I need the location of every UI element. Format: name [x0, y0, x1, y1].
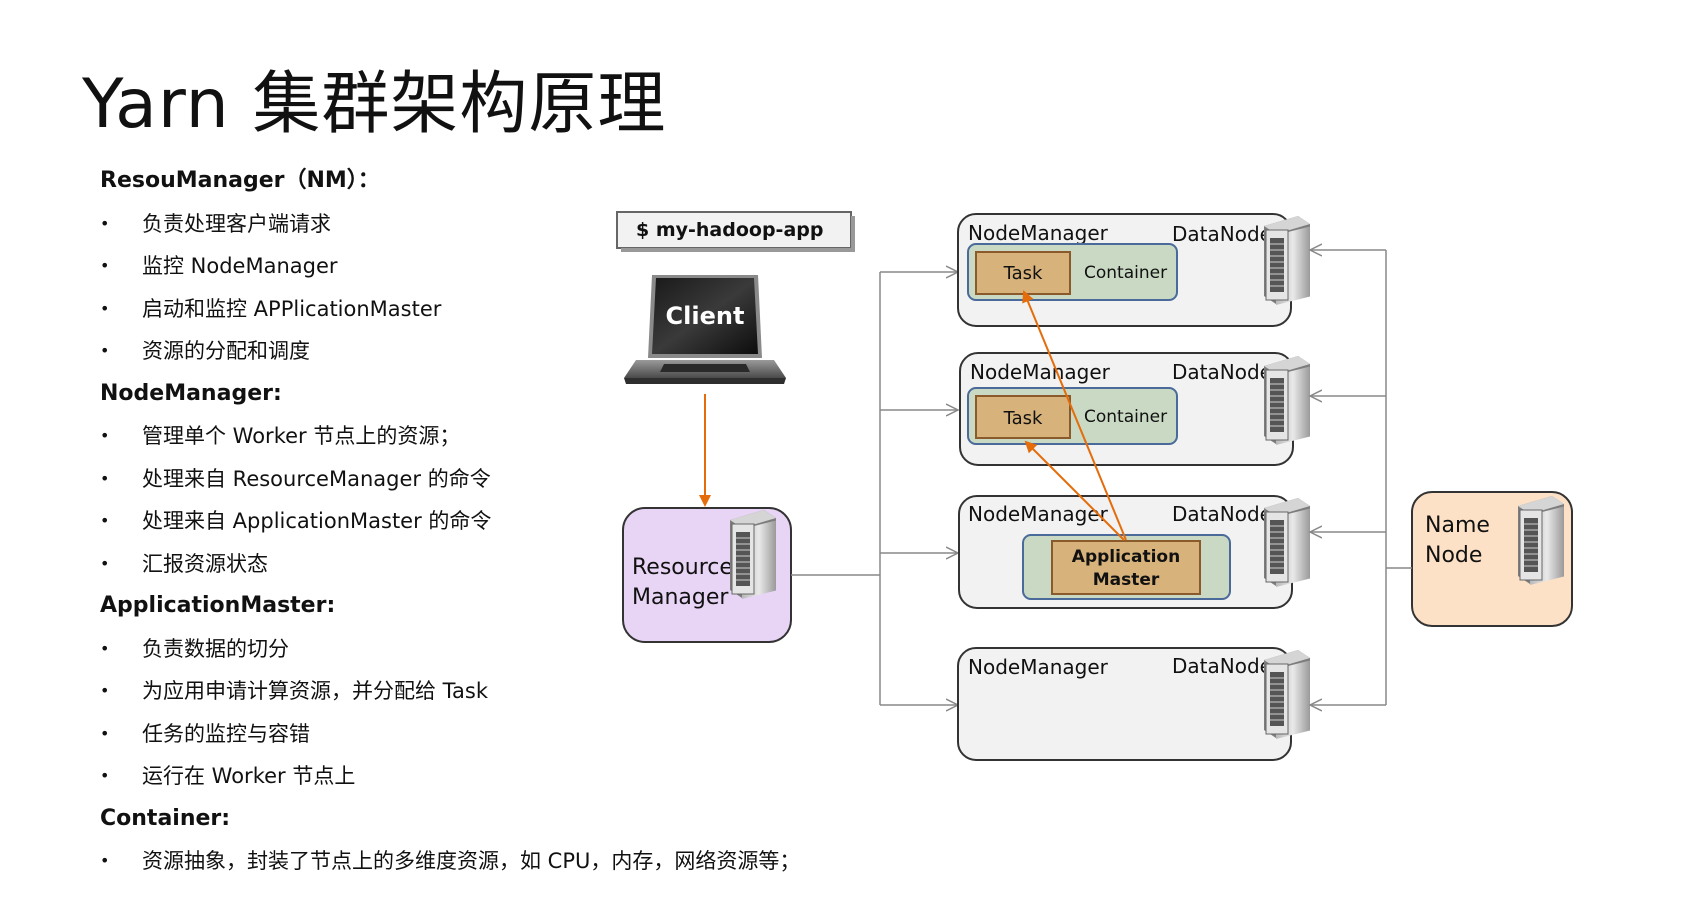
list-item-text: 处理来自 ResourceManager 的命令	[142, 466, 491, 491]
list-item: • 启动和监控 APPlicationMaster	[100, 288, 820, 331]
list-item-text: 管理单个 Worker 节点上的资源；	[142, 424, 461, 448]
list-item: • 为应用申请计算资源，并分配给 Task	[100, 670, 820, 713]
bullet-icon: •	[100, 341, 110, 360]
container-label: Container	[1084, 407, 1167, 427]
list-item: • 处理来自 ApplicationMaster 的命令	[100, 500, 820, 543]
list-item-text: 启动和监控 APPlicationMaster	[142, 296, 442, 321]
node-box-2: NodeManager DataNode Task Container	[959, 352, 1311, 466]
resource-manager-label-line2: Manager	[632, 585, 729, 610]
node-box-4: NodeManager DataNode	[957, 647, 1311, 761]
bullet-icon: •	[100, 468, 110, 488]
command-box: $ my-hadoop-app	[616, 211, 855, 252]
list-item: • 汇报资源状态	[100, 543, 820, 586]
bullet-icon: •	[100, 213, 110, 233]
list-item: • 资源的分配和调度	[100, 330, 820, 373]
rm-connectors	[791, 272, 958, 705]
bullet-icon: •	[100, 681, 110, 700]
task-box	[975, 395, 1071, 439]
notes-panel: ResouManager（NM）： • 负责处理客户端请求 • 监控 NodeMan…	[100, 160, 820, 883]
list-item-text: 运行在 Worker 节点上	[142, 764, 356, 788]
namenode-connectors	[1310, 250, 1412, 705]
node-box-1: NodeManager DataNode Task Container	[957, 213, 1311, 327]
bullet-icon: •	[100, 298, 110, 318]
command-text: $ my-hadoop-app	[636, 219, 823, 241]
nodemanager-label: NodeManager	[968, 221, 1109, 245]
nodemanager-label: NodeManager	[970, 360, 1111, 384]
list-item-text: 汇报资源状态	[142, 551, 268, 576]
list-item: • 资源抽象，封装了节点上的多维度资源，如 CPU，内存，网络资源等；	[100, 840, 820, 883]
bullet-icon: •	[100, 553, 110, 573]
bullet-icon: •	[100, 426, 110, 445]
list-item: • 负责数据的切分	[100, 628, 820, 671]
bullet-icon: •	[100, 766, 110, 785]
task-box	[975, 251, 1071, 295]
container-label: Container	[1084, 263, 1167, 283]
server-icon	[1263, 215, 1311, 306]
list-item-text: 任务的监控与容错	[142, 721, 310, 746]
application-master-label-line1: Application	[1072, 547, 1180, 567]
server-icon	[1263, 497, 1311, 588]
server-icon	[1263, 649, 1311, 740]
bullet-icon: •	[100, 638, 110, 658]
client-laptop-icon: Client	[624, 275, 786, 384]
datanode-label: DataNode	[1172, 222, 1272, 246]
list-item-text: 监控 NodeManager	[142, 254, 338, 278]
datanode-label: DataNode	[1172, 654, 1272, 678]
bullet-icon: •	[100, 851, 110, 870]
application-master-box	[1051, 540, 1201, 595]
resource-manager-box: Resource Manager	[622, 507, 792, 643]
server-icon	[729, 509, 777, 600]
datanode-label: DataNode	[1172, 502, 1272, 526]
list-item: • 监控 NodeManager	[100, 245, 820, 288]
datanode-label: DataNode	[1172, 360, 1272, 384]
list-item-text: 处理来自 ApplicationMaster 的命令	[142, 509, 492, 533]
list-item-text: 负责数据的切分	[142, 636, 289, 661]
server-icon	[1517, 495, 1565, 586]
server-icon	[1263, 355, 1311, 446]
bullet-icon: •	[100, 723, 110, 743]
client-label: Client	[666, 302, 745, 330]
section-heading-nodemanager: NodeManager:	[100, 380, 282, 406]
list-item: • 任务的监控与容错	[100, 713, 820, 756]
list-item: • 处理来自 ResourceManager 的命令	[100, 458, 820, 501]
task-label: Task	[1003, 408, 1043, 429]
application-master-label-line2: Master	[1093, 570, 1160, 590]
node-box-3: NodeManager DataNode Application Master	[958, 495, 1311, 609]
page-title: Yarn 集群架构原理	[82, 65, 667, 144]
name-node-label-line1: Name	[1425, 513, 1490, 538]
section-heading-container: Container:	[100, 805, 231, 831]
list-item-text: 负责处理客户端请求	[142, 211, 331, 236]
list-item-text: 资源抽象，封装了节点上的多维度资源，如 CPU，内存，网络资源等；	[142, 849, 801, 873]
list-item: • 管理单个 Worker 节点上的资源；	[100, 415, 820, 458]
name-node-label-line2: Node	[1425, 543, 1482, 568]
list-item: • 负责处理客户端请求	[100, 203, 820, 246]
list-item: • 运行在 Worker 节点上	[100, 755, 820, 798]
task-label: Task	[1003, 263, 1043, 284]
resource-manager-label-line1: Resource	[632, 555, 733, 580]
list-item-text: 资源的分配和调度	[142, 339, 310, 363]
bullet-icon: •	[100, 256, 110, 275]
am-to-task-arrow-2	[1024, 440, 1125, 541]
list-item-text: 为应用申请计算资源，并分配给 Task	[142, 679, 488, 703]
section-heading-resourcemanager: ResouManager（NM）：	[100, 168, 380, 193]
bullet-icon: •	[100, 511, 110, 530]
nodemanager-label: NodeManager	[968, 655, 1109, 679]
am-to-task-arrow-1	[1022, 290, 1127, 541]
name-node-box: Name Node	[1411, 491, 1573, 627]
section-heading-applicationmaster: ApplicationMaster:	[100, 593, 336, 618]
nodemanager-label: NodeManager	[968, 502, 1109, 526]
